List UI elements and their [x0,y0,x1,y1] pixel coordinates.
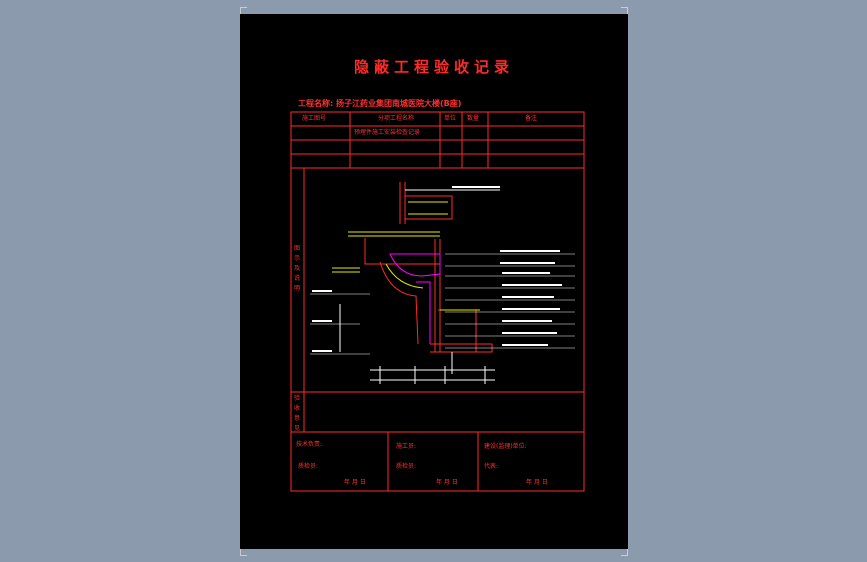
sheet-corner-mark [621,549,628,556]
header-item-name: 分项工程名称 [378,115,415,122]
project-name: 工程名称: 扬子江药业集团南城医院大楼(B座) [298,99,462,108]
drawing-sheet: 隐蔽工程验收记录 工程名称: 扬子江药业集团南城医院大楼(B座) [240,7,628,556]
section-drawing-label: 图示及说明 [293,245,300,292]
sign-inspector-1: 质检员: [298,463,319,470]
sign-date-3: 年 月 日 [526,479,548,486]
section-opinion-label: 验收意见 [293,395,300,432]
sign-inspector-2: 质检员: [396,463,417,470]
sheet-corner-mark [621,7,628,14]
header-remark: 备注 [525,115,538,122]
sheet-corner-mark [240,7,247,14]
sign-date-2: 年 月 日 [436,479,458,486]
header-drawing-no: 施工图号 [302,115,327,122]
header-unit: 单位 [444,115,457,122]
record-form-frame [290,111,585,492]
row1-item-name: 预埋件施工安装检查记录 [354,129,421,136]
detail-drawing [310,182,575,384]
sheet-corner-mark [240,549,247,556]
sign-supervisor-unit: 建设(监理)单位: [484,443,527,450]
sign-constructor: 施工员: [396,443,417,450]
sign-tech-lead: 技术负责: [296,441,323,448]
sign-date-1: 年 月 日 [344,479,366,486]
record-title: 隐蔽工程验收记录 [353,58,514,76]
header-quantity: 数量 [467,115,480,122]
sign-representative: 代表: [484,463,499,470]
